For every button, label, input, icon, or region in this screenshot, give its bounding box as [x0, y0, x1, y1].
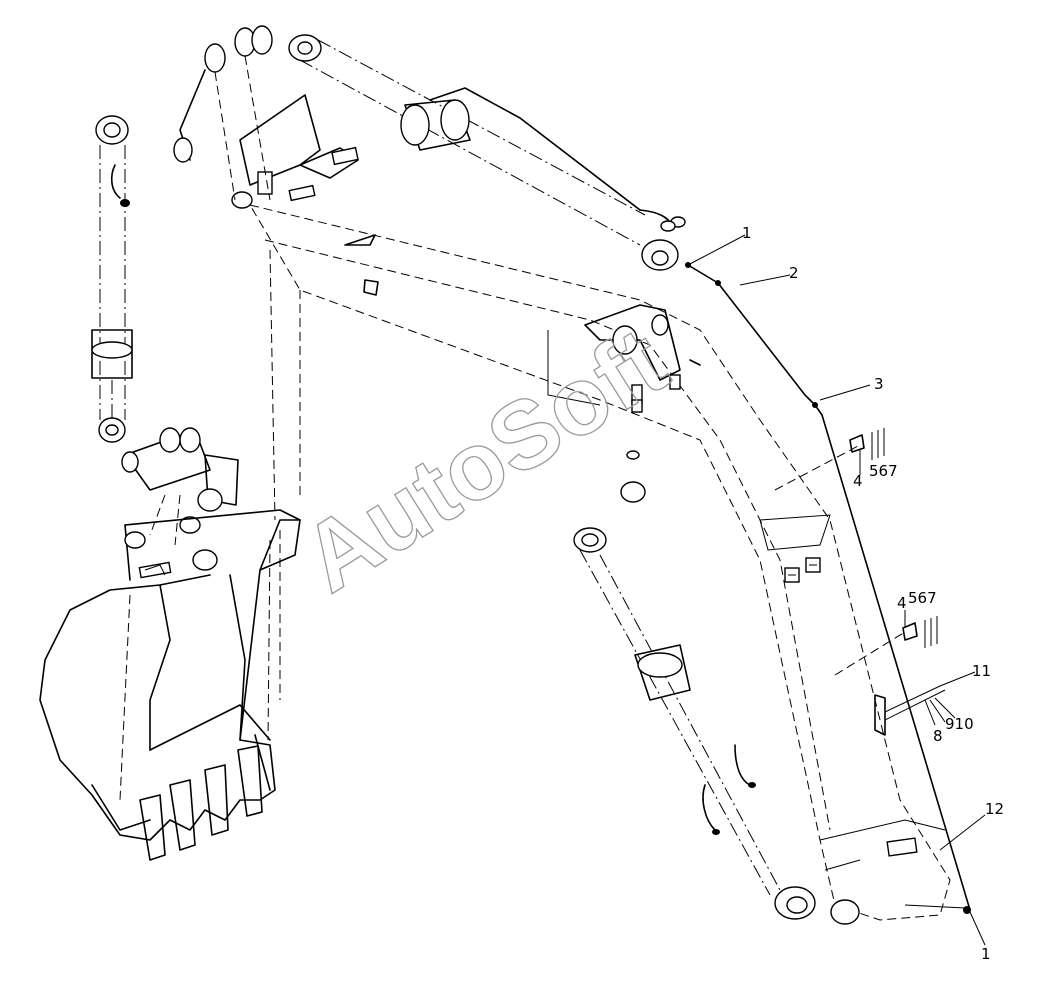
hydraulic-line [685, 234, 986, 946]
callout-4-upper: 4 [853, 472, 863, 490]
arm-cylinder [573, 527, 816, 920]
top-link-pins [173, 25, 273, 201]
callout-8: 8 [933, 727, 943, 745]
clamp-group-upper [774, 428, 885, 491]
watermark-text: AutoSoft [284, 307, 684, 612]
clamp-group-lower [834, 610, 938, 676]
callout-4-lower: 4 [897, 594, 907, 612]
callout-3: 3 [874, 375, 884, 393]
callout-2: 2 [789, 264, 799, 282]
callout-1-bottom: 1 [981, 945, 991, 963]
part-callouts: 1 2 3 4 567 4 567 11 8 910 12 1 [742, 224, 1004, 963]
bucket [39, 509, 301, 861]
boom-cylinder [288, 34, 686, 271]
boom-clamps [784, 557, 918, 925]
boom-hinge-bracket [231, 94, 379, 296]
arm-top-bracket [584, 304, 701, 503]
callout-11: 11 [972, 662, 991, 680]
bracket-plate [874, 671, 976, 736]
bucket-cylinder [91, 115, 133, 443]
callout-567-upper: 567 [869, 462, 898, 480]
callout-567-lower: 567 [908, 589, 937, 607]
boom [248, 204, 951, 921]
callout-1-top: 1 [742, 224, 752, 242]
callout-910: 910 [945, 715, 974, 733]
callout-12: 12 [985, 800, 1004, 818]
bucket-linkage [121, 427, 239, 571]
